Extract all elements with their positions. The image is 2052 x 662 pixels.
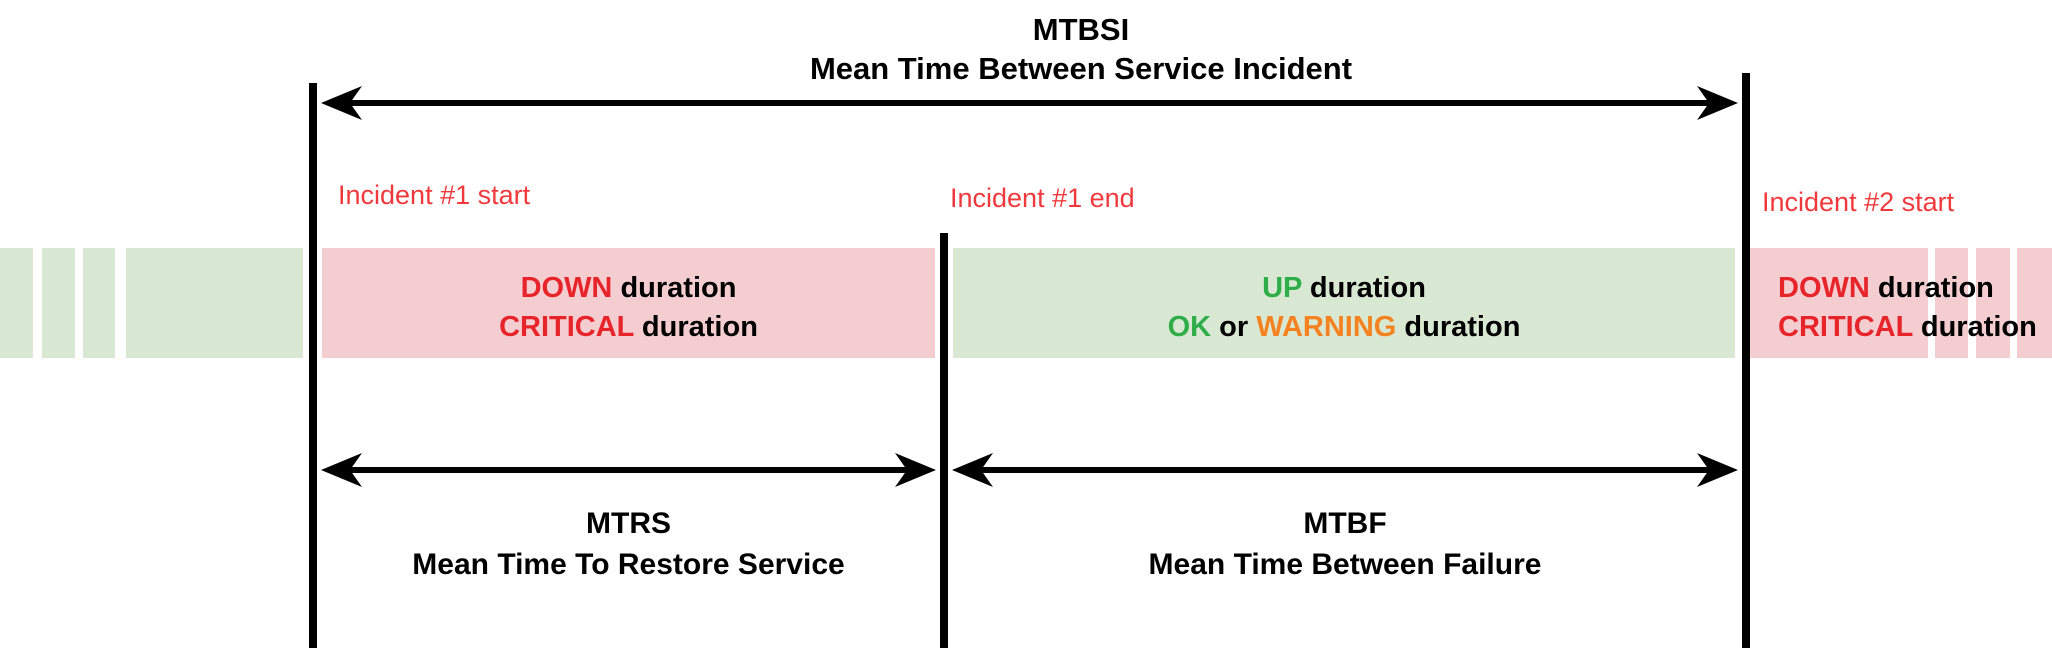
up-history-segment-3 [83, 248, 115, 358]
incident-2-start-label: Incident #2 start [1762, 187, 1955, 217]
down-duration-line: DOWN duration [322, 269, 935, 308]
mtrs-full: Mean Time To Restore Service [412, 548, 845, 581]
down-status-word: DOWN [520, 272, 613, 304]
up-history-segment-4 [126, 248, 303, 358]
up-history-segment-2 [42, 248, 75, 358]
incident-1-start-bar [309, 83, 317, 648]
down-status-word-2: DOWN [1778, 272, 1870, 304]
down-stripe-2 [1976, 248, 2010, 358]
incident-1-start-label: Incident #1 start [338, 180, 531, 210]
down-band-incident-1: DOWN duration CRITICAL duration [322, 248, 935, 358]
down-duration-word-2: duration [1869, 272, 1994, 304]
critical-status-word-2: CRITICAL [1778, 311, 1913, 343]
critical-duration-word-2: duration [1912, 311, 2037, 343]
down-band-incident-2-text: DOWN duration CRITICAL duration [1778, 248, 2052, 358]
up-duration-line: UP duration [953, 269, 1735, 308]
ok-warning-duration-word: duration [1396, 311, 1521, 343]
critical-duration-word: duration [633, 311, 758, 343]
warning-status-word: WARNING [1256, 311, 1397, 343]
mtbsi-span-arrow [321, 86, 1738, 120]
mtbf-caption: MTBF Mean Time Between Failure [948, 503, 1742, 585]
diagram-title: MTBSI Mean Time Between Service Incident [581, 10, 1581, 88]
critical-duration-line: CRITICAL duration [322, 308, 935, 347]
mtrs-caption: MTRS Mean Time To Restore Service [317, 503, 940, 585]
mtbf-span-arrow [952, 453, 1738, 487]
critical-status-word: CRITICAL [499, 311, 634, 343]
down-duration-line-2: DOWN duration [1778, 269, 2052, 308]
mtbf-full: Mean Time Between Failure [1148, 548, 1542, 581]
up-band: UP duration OK or WARNING duration [953, 248, 1735, 358]
critical-duration-line-2: CRITICAL duration [1778, 308, 2052, 347]
mtbf-abbr: MTBF [1303, 507, 1387, 540]
up-history-segment-1 [0, 248, 33, 358]
mtbsi-abbr: MTBSI [1032, 12, 1130, 47]
down-stripe-3 [2017, 248, 2052, 358]
up-status-word: UP [1262, 272, 1302, 304]
ok-warning-duration-line: OK or WARNING duration [953, 308, 1735, 347]
down-stripe-1 [1935, 248, 1968, 358]
or-word: or [1211, 311, 1257, 343]
down-band-incident-2 [1750, 248, 1928, 358]
ok-status-word: OK [1167, 311, 1212, 343]
mtbsi-full: Mean Time Between Service Incident [809, 51, 1353, 86]
incident-2-start-bar [1742, 73, 1750, 648]
down-duration-word: duration [612, 272, 737, 304]
incident-1-end-label: Incident #1 end [950, 183, 1135, 213]
mtrs-span-arrow [321, 453, 936, 487]
up-duration-word: duration [1301, 272, 1426, 304]
mtrs-abbr: MTRS [586, 507, 671, 540]
incident-1-end-bar [940, 233, 948, 648]
